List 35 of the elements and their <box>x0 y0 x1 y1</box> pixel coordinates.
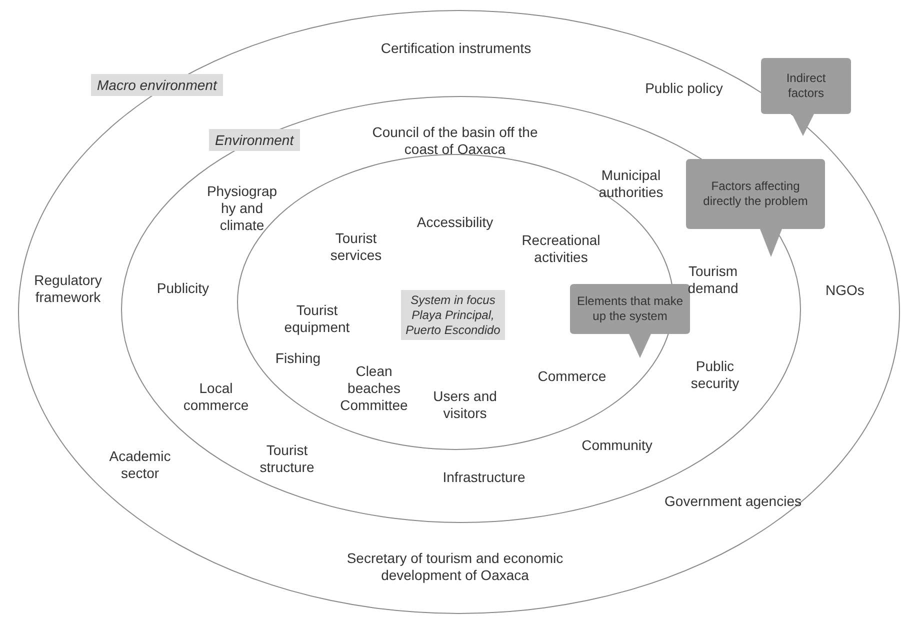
factor-label: Community <box>580 437 654 454</box>
factor-label: Users and visitors <box>432 388 498 422</box>
factor-label: Local commerce <box>182 380 250 414</box>
factor-label: Accessibility <box>416 214 494 231</box>
factor-label: Publicity <box>156 280 210 297</box>
callout-text: Indirect factors <box>785 71 827 101</box>
factor-label: Certification instruments <box>380 40 532 57</box>
factor-label: Regulatory framework <box>33 272 103 306</box>
ring-title: Environment <box>209 129 300 151</box>
factor-label: Recreational activities <box>520 232 602 266</box>
speech-bubble <box>686 159 825 257</box>
factor-label: Secretary of tourism and economic development of Oaxaca <box>346 550 564 584</box>
factor-label: Physiograp hy and climate <box>206 183 278 234</box>
factor-label: Tourist equipment <box>283 302 351 336</box>
factor-label: Clean beaches Committee <box>339 363 409 414</box>
factor-label: Public policy <box>644 80 724 97</box>
factor-label: Municipal authorities <box>598 167 664 201</box>
callout-text: Elements that make up the system <box>576 294 684 324</box>
factor-label: Council of the basin off the coast of Oaxaca <box>371 124 539 158</box>
factor-label: Tourist structure <box>258 442 316 476</box>
speech-bubble <box>570 284 690 358</box>
factor-label: Tourism demand <box>686 263 740 297</box>
factor-label: Commerce <box>536 368 608 385</box>
factor-label: Government agencies <box>664 493 802 510</box>
factor-label: Infrastructure <box>442 469 526 486</box>
factor-label: NGOs <box>824 282 866 299</box>
factor-label: Fishing <box>274 350 322 367</box>
ellipse-ring <box>18 10 900 614</box>
factor-label: Academic sector <box>108 448 172 482</box>
speech-bubble <box>761 58 851 136</box>
factor-label: Tourist services <box>329 230 383 264</box>
ring-title: Macro environment <box>91 74 223 96</box>
factor-label: Public security <box>690 358 740 392</box>
callout-text: Factors affecting directly the problem <box>702 179 809 209</box>
focus-box: System in focus Playa Principal, Puerto Escondido <box>401 290 505 340</box>
